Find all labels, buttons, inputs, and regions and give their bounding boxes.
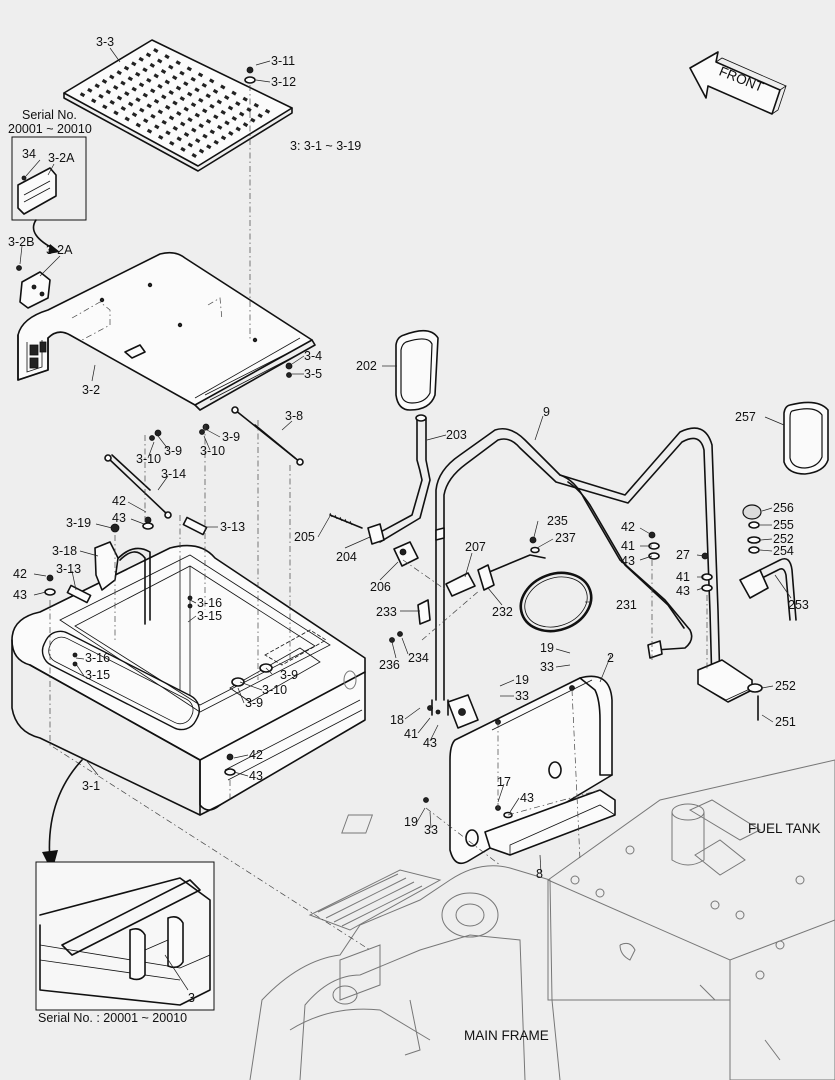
callout-3-13-a: 3-13	[220, 520, 245, 534]
callout-3-12: 3-12	[271, 75, 296, 89]
serial-top-line2: 20001 ~ 20010	[8, 122, 92, 136]
right-mirror-assembly	[739, 401, 829, 721]
callout-203: 203	[446, 428, 467, 442]
callout-19-b: 19	[515, 673, 529, 687]
callout-207: 207	[465, 540, 486, 554]
callout-237: 237	[555, 531, 576, 545]
guard-frame	[431, 427, 753, 729]
callout-27: 27	[676, 548, 690, 562]
callout-231: 231	[616, 598, 637, 612]
serial-inset-top	[11, 136, 87, 254]
main-frame-outline	[249, 865, 561, 1080]
callout-3-2b: 3-2B	[8, 235, 34, 249]
callout-3-10-a: 3-10	[136, 452, 161, 466]
callout-17: 17	[497, 775, 511, 789]
callout-3-10-b: 3-10	[200, 444, 225, 458]
callout-43-d: 43	[621, 554, 635, 568]
callout-33-b: 33	[515, 689, 529, 703]
callout-43-a: 43	[112, 511, 126, 525]
serial-top-line1: Serial No.	[22, 108, 77, 122]
callout-43-e: 43	[676, 584, 690, 598]
callout-43-c: 43	[249, 769, 263, 783]
callout-41-b: 41	[676, 570, 690, 584]
callout-3-9-c: 3-9	[280, 668, 298, 682]
left-mirror-assembly	[329, 329, 439, 545]
callout-43-b: 43	[13, 588, 27, 602]
callout-3-18: 3-18	[52, 544, 77, 558]
main-frame-label: MAIN FRAME	[464, 1028, 549, 1043]
callout-3-3: 3-3	[96, 35, 114, 49]
callout-3-2a-top: 3-2A	[48, 151, 75, 165]
callout-42-a: 42	[112, 494, 126, 508]
floor-plate	[63, 39, 293, 172]
operator-cover	[16, 251, 316, 411]
serial-bottom: Serial No. : 20001 ~ 20010	[38, 1011, 187, 1025]
callout-202: 202	[356, 359, 377, 373]
callout-257: 257	[735, 410, 756, 424]
fuel-tank-label: FUEL TANK	[748, 821, 821, 836]
callout-19-a: 19	[540, 641, 554, 655]
callout-42-b: 42	[13, 567, 27, 581]
callout-3-2: 3-2	[82, 383, 100, 397]
callout-3-16-a: 3-16	[197, 596, 222, 610]
callout-42-d: 42	[621, 520, 635, 534]
callout-3-11: 3-11	[271, 54, 295, 68]
callout-232: 232	[492, 605, 513, 619]
front-arrow: FRONT	[689, 51, 787, 115]
callout-19-c: 19	[404, 815, 418, 829]
callout-3-8: 3-8	[285, 409, 303, 423]
callout-3-13-b: 3-13	[56, 562, 81, 576]
fuel-tank-outline	[341, 759, 835, 1080]
callout-234: 234	[408, 651, 429, 665]
callout-204: 204	[336, 550, 357, 564]
leader-lines	[19, 47, 792, 991]
callout-206: 206	[370, 580, 391, 594]
serial-inset-bottom	[35, 861, 215, 1011]
side-bracket	[423, 675, 616, 865]
callout-253: 253	[788, 598, 809, 612]
callout-205: 205	[294, 530, 315, 544]
callout-2: 2	[607, 651, 614, 665]
callout-43-g: 43	[520, 791, 534, 805]
callout-33-a: 33	[540, 660, 554, 674]
seat-box-frame	[11, 516, 366, 816]
callout-3-9-b: 3-9	[222, 430, 240, 444]
callout-233: 233	[376, 605, 397, 619]
callout-18: 18	[390, 713, 404, 727]
callout-3-5: 3-5	[304, 367, 322, 381]
callout-3-9-a: 3-9	[164, 444, 182, 458]
callout-235: 235	[547, 514, 568, 528]
callout-251: 251	[775, 715, 796, 729]
callout-255: 255	[773, 518, 794, 532]
callout-256: 256	[773, 501, 794, 515]
callout-9: 9	[543, 405, 550, 419]
callout-3-10-c: 3-10	[262, 683, 287, 697]
callout-43-f: 43	[423, 736, 437, 750]
gas-struts	[104, 406, 304, 519]
callout-41-a: 41	[621, 539, 635, 553]
callout-252-b: 252	[775, 679, 796, 693]
callout-236: 236	[379, 658, 400, 672]
callout-3-1: 3-1	[82, 779, 100, 793]
callout-42-c: 42	[249, 748, 263, 762]
callout-33-c: 33	[424, 823, 438, 837]
callout-8: 8	[536, 867, 543, 881]
beacon-mount	[389, 531, 713, 643]
callout-34: 34	[22, 147, 36, 161]
callout-labels: 3: 3-1 ~ 3-19 Serial No. 20001 ~ 20010 S…	[8, 35, 821, 1043]
callout-3-15-a: 3-15	[197, 609, 222, 623]
callout-3-4: 3-4	[304, 349, 322, 363]
callout-3-2a: 3-2A	[46, 243, 73, 257]
callout-41-c: 41	[404, 727, 418, 741]
group-note: 3: 3-1 ~ 3-19	[290, 139, 361, 153]
callout-3-19: 3-19	[66, 516, 91, 530]
callout-3: 3	[188, 991, 195, 1005]
callout-254: 254	[773, 544, 794, 558]
callout-252-a: 252	[773, 532, 794, 546]
callout-3-16-b: 3-16	[85, 651, 110, 665]
callout-3-9-d: 3-9	[245, 696, 263, 710]
callout-3-15-b: 3-15	[85, 668, 110, 682]
callout-3-14: 3-14	[161, 467, 186, 481]
